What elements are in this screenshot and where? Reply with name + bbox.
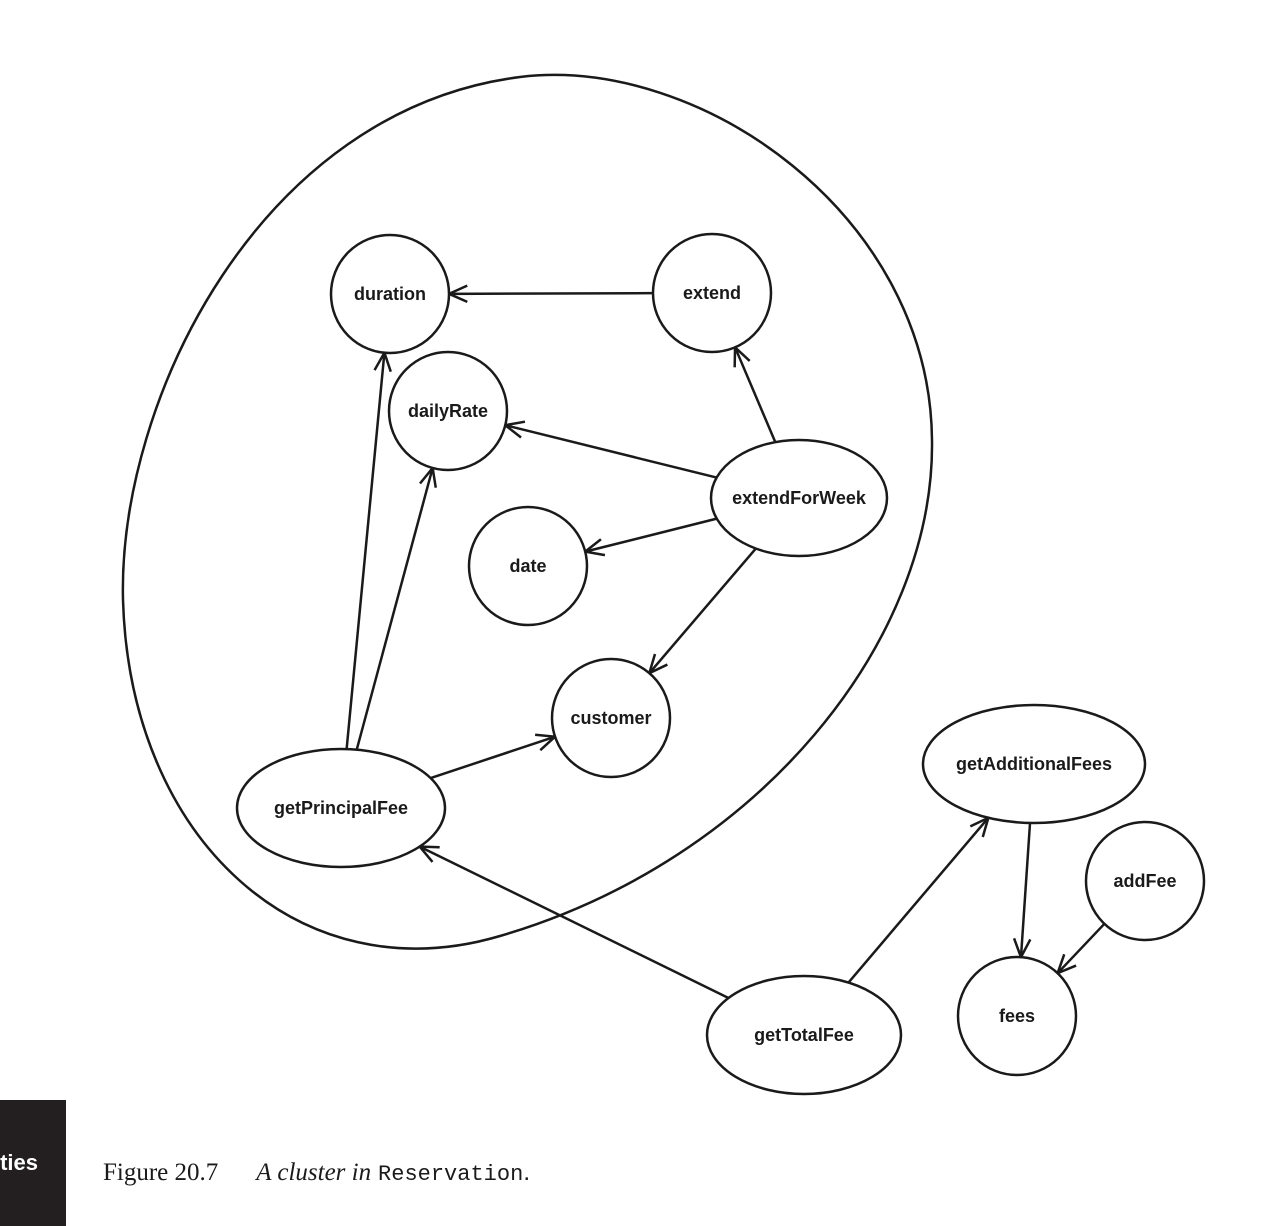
edge-extend-to-duration <box>445 284 654 304</box>
node-getAdditionalFees: getAdditionalFees <box>921 703 1147 825</box>
caption-code: Reservation <box>378 1162 524 1187</box>
caption-end: . <box>523 1158 531 1186</box>
node-getTotalFee: getTotalFee <box>705 974 903 1096</box>
edge-extendForWeek-to-customer <box>647 547 757 676</box>
node-duration-shape <box>329 233 451 355</box>
node-fees-label: fees <box>999 1006 1035 1026</box>
node-extend-label: extend <box>683 283 741 303</box>
edge-line <box>430 735 556 780</box>
node-getPrincipalFee: getPrincipalFee <box>235 747 447 869</box>
edge-getTotalFee-to-getPrincipalFee <box>416 845 730 1000</box>
nodes: duration extend dailyRate extendForWeek date… <box>235 232 1206 1096</box>
edge-line <box>448 291 654 296</box>
node-date-label: date <box>509 556 546 576</box>
node-extendForWeek-label: extendForWeek <box>732 488 867 508</box>
edge-addFee-to-fees <box>1055 922 1106 976</box>
node-fees-shape <box>956 955 1078 1077</box>
node-extend-shape <box>651 232 773 354</box>
edge-line <box>419 845 730 1000</box>
node-dailyRate-label: dailyRate <box>408 401 488 421</box>
node-duration: duration <box>329 233 451 355</box>
node-getTotalFee-shape <box>705 974 903 1096</box>
node-getPrincipalFee-shape <box>235 747 447 869</box>
edge-getPrincipalFee-to-customer <box>430 733 558 780</box>
node-dailyRate-shape <box>387 350 509 472</box>
node-getAdditionalFees-label: getAdditionalFees <box>956 754 1112 774</box>
edge-line <box>1019 822 1032 958</box>
edge-line <box>504 423 717 479</box>
edge-extendForWeek-to-dailyRate <box>502 420 717 479</box>
cluster-boundary <box>121 73 934 950</box>
edge-getTotalFee-to-getAdditionalFees <box>847 815 991 984</box>
node-getPrincipalFee-label: getPrincipalFee <box>274 798 408 818</box>
edge-line <box>345 352 386 750</box>
node-addFee: addFee <box>1084 820 1206 942</box>
figure-caption: Figure 20.7 A cluster in Reservation. <box>103 1158 530 1187</box>
node-duration-label: duration <box>354 284 426 304</box>
edge-getAdditionalFees-to-fees <box>1012 822 1032 961</box>
edge-line <box>733 346 777 443</box>
edge-line <box>847 816 990 984</box>
edge-line <box>584 517 718 553</box>
edge-extendForWeek-to-extend <box>733 344 777 443</box>
node-date-shape <box>467 505 589 627</box>
node-customer-label: customer <box>570 708 651 728</box>
edge-line <box>648 547 757 674</box>
node-extendForWeek-shape <box>709 438 889 558</box>
node-getTotalFee-label: getTotalFee <box>754 1025 854 1045</box>
side-tab-text: ties <box>0 1150 38 1175</box>
edge-extendForWeek-to-date <box>582 517 718 557</box>
node-dailyRate: dailyRate <box>387 350 509 472</box>
node-customer-shape <box>550 657 672 779</box>
node-date: date <box>467 505 589 627</box>
node-getAdditionalFees-shape <box>921 703 1147 825</box>
node-extendForWeek: extendForWeek <box>709 438 889 558</box>
node-fees: fees <box>956 955 1078 1077</box>
caption-text: A cluster in <box>256 1159 372 1186</box>
edge-line <box>1056 922 1106 975</box>
node-addFee-label: addFee <box>1113 871 1176 891</box>
node-extend: extend <box>651 232 773 354</box>
edge-line <box>355 467 434 751</box>
side-tab: ties <box>0 1100 66 1226</box>
edge-getPrincipalFee-to-duration <box>345 349 392 750</box>
caption-label: Figure 20.7 <box>103 1159 219 1186</box>
node-customer: customer <box>550 657 672 779</box>
node-addFee-shape <box>1084 820 1206 942</box>
